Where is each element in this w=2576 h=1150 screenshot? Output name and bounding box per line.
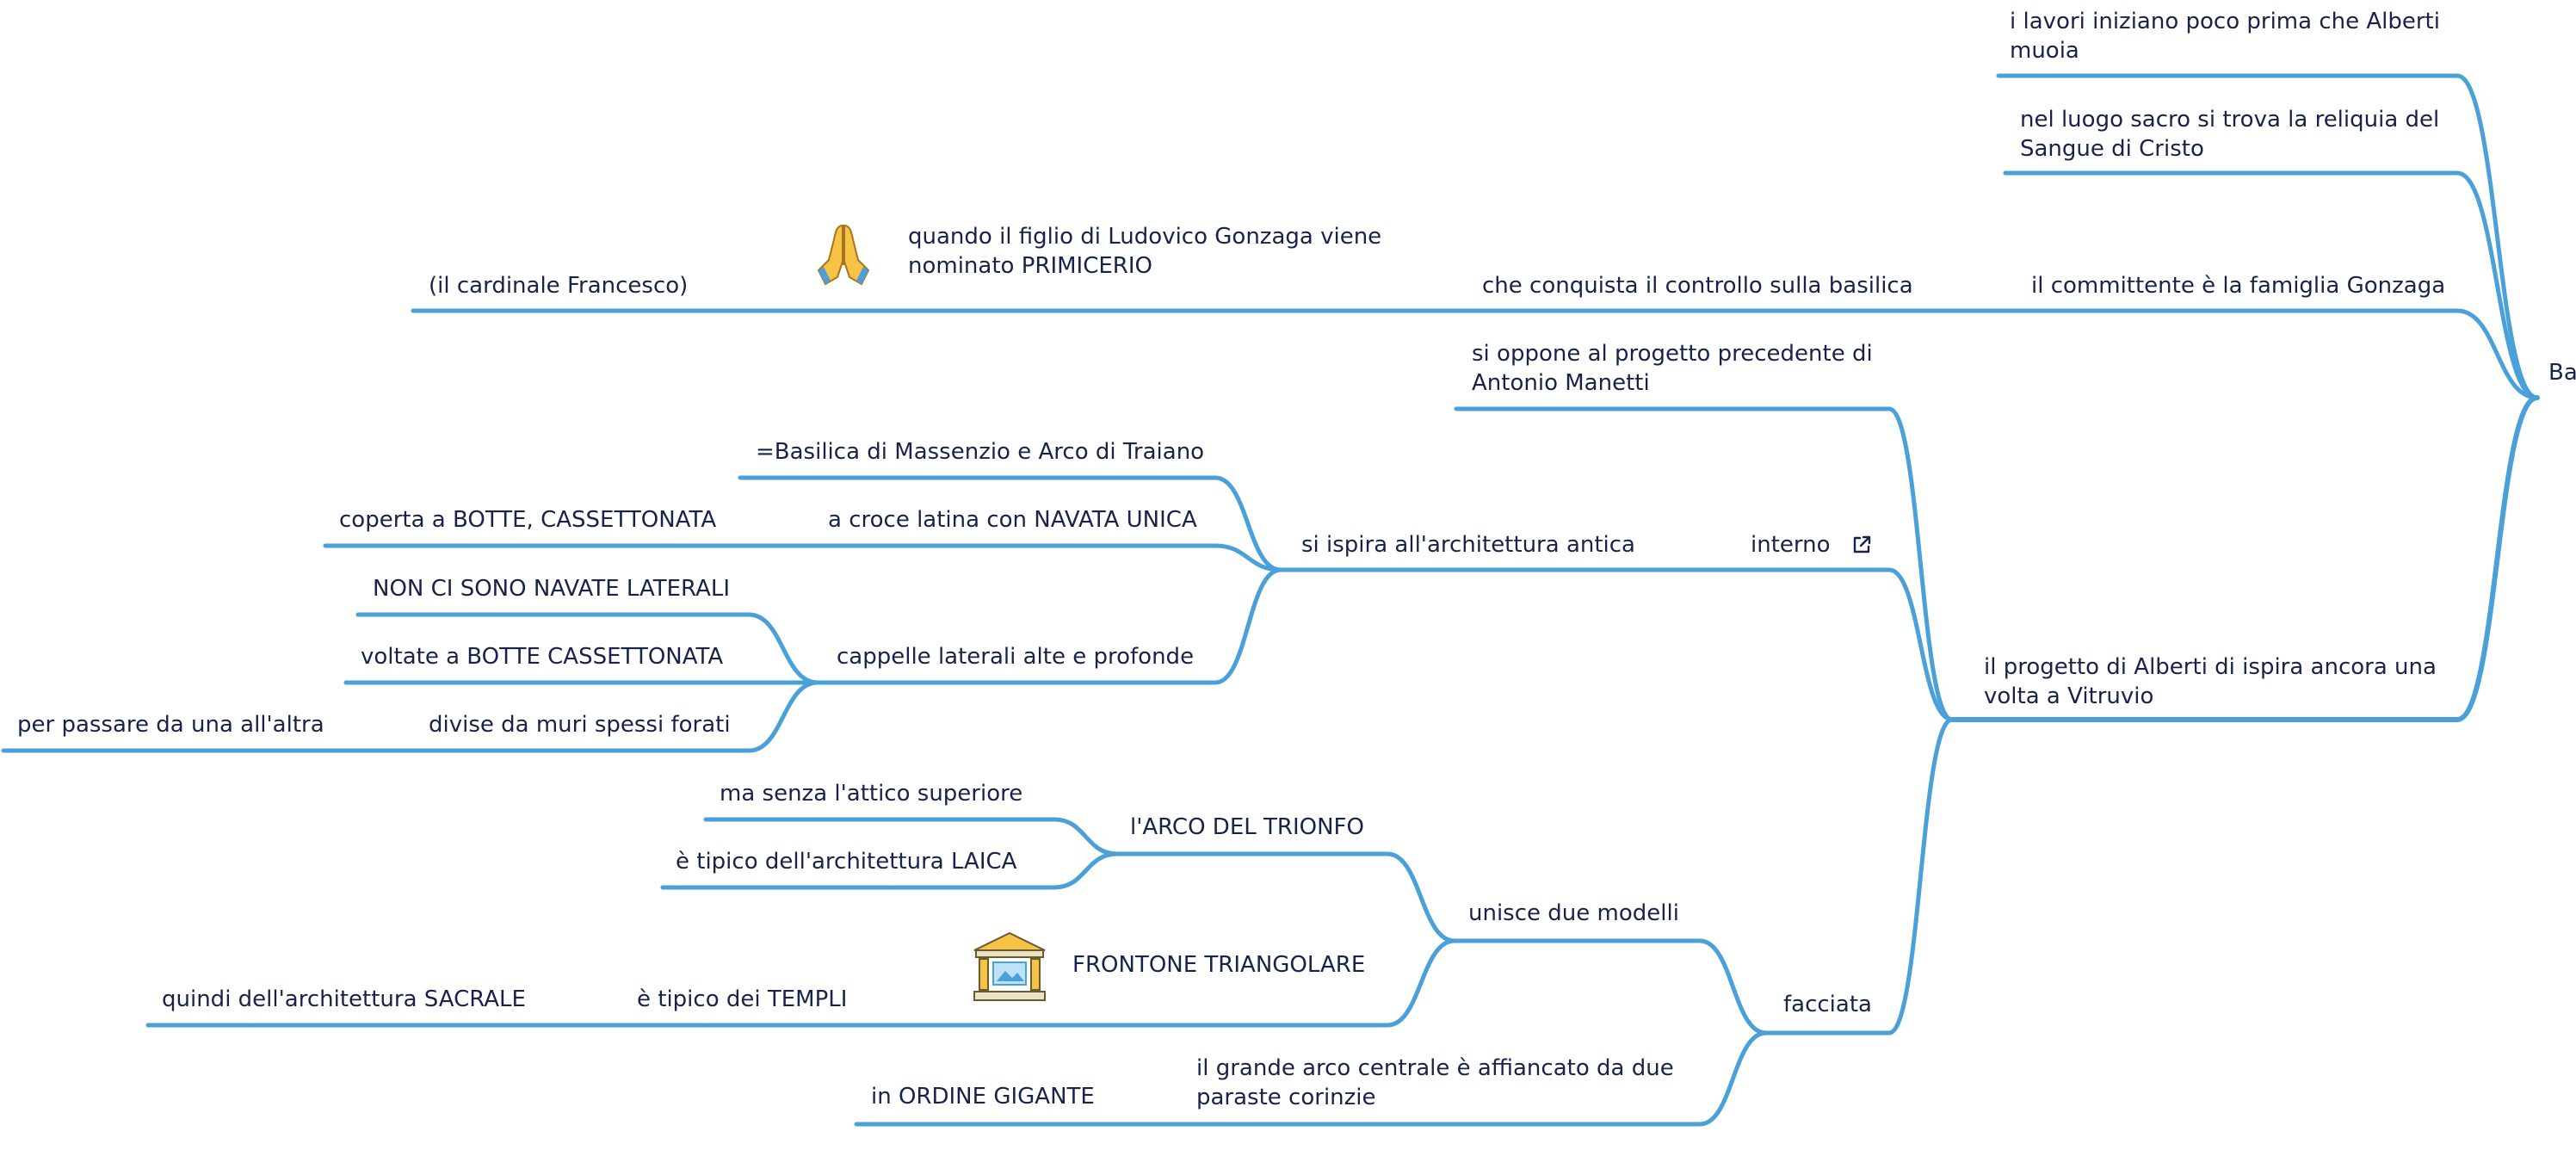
- node-ispira[interactable]: si ispira all'architettura antica: [1301, 532, 1635, 558]
- node-unisce[interactable]: unisce due modelli: [1468, 900, 1679, 926]
- node-figlio[interactable]: quando il figlio di Ludovico Gonzaga vie…: [908, 224, 1382, 279]
- branch-divise: [411, 680, 820, 753]
- node-progetto[interactable]: il progetto di Alberti di ispira ancora …: [1984, 654, 2437, 709]
- node-non-navate[interactable]: NON CI SONO NAVATE LATERALI: [373, 576, 731, 602]
- branch-facciata: [1764, 717, 1955, 1036]
- node-interno[interactable]: interno: [1751, 532, 1831, 558]
- node-divise[interactable]: divise da muri spessi forati: [429, 712, 731, 738]
- branch-arco-trionfo: [1115, 851, 1457, 943]
- node-cappelle[interactable]: cappelle laterali alte e profonde: [837, 644, 1195, 670]
- classical-building-icon: [973, 931, 1046, 1001]
- branch-progetto: [1949, 395, 2540, 722]
- branch-massenzio: [738, 475, 1283, 572]
- node-sacrale[interactable]: quindi dell'architettura SACRALE: [162, 986, 526, 1012]
- node-lavori[interactable]: i lavori iniziano poco prima che Alberti…: [2010, 9, 2440, 64]
- branch-frontone: [944, 938, 1457, 1028]
- node-facciata[interactable]: facciata: [1783, 992, 1872, 1017]
- node-coperta[interactable]: coperta a BOTTE, CASSETTONATA: [339, 507, 717, 533]
- praying-hands-icon: [817, 224, 870, 286]
- node-committente[interactable]: il committente è la famiglia Gonzaga: [2031, 273, 2446, 299]
- branch-grande-arco: [1178, 1030, 1769, 1127]
- node-frontone[interactable]: FRONTONE TRIANGOLARE: [1072, 952, 1366, 978]
- node-massenzio[interactable]: =Basilica di Massenzio e Arco di Traiano: [756, 439, 1205, 465]
- branch-lavori: [1996, 73, 2540, 400]
- branch-croce: [811, 543, 1283, 572]
- branch-interno: [1732, 567, 1955, 722]
- branch-non-navate: [355, 612, 820, 685]
- node-voltate[interactable]: voltate a BOTTE CASSETTONATA: [361, 644, 724, 670]
- node-attico[interactable]: ma senza l'attico superiore: [720, 781, 1023, 807]
- branch-oppone: [1454, 406, 1955, 722]
- node-oppone[interactable]: si oppone al progetto precedente di Anto…: [1472, 341, 1873, 396]
- node-arco-trionfo[interactable]: l'ARCO DEL TRIONFO: [1130, 814, 1364, 840]
- branch-committente: [2011, 308, 2540, 400]
- branch-attico: [703, 817, 1120, 856]
- node-ordine[interactable]: in ORDINE GIGANTE: [871, 1084, 1095, 1110]
- external-link-icon[interactable]: [1850, 534, 1873, 556]
- node-grande-arco[interactable]: il grande arco centrale è affiancato da …: [1196, 1055, 1674, 1110]
- node-root[interactable]: Ba: [2548, 360, 2576, 386]
- node-templi[interactable]: è tipico dei TEMPLI: [637, 986, 848, 1012]
- node-laica[interactable]: è tipico dell'architettura LAICA: [676, 849, 1017, 875]
- branch-lines: [1, 73, 2540, 1127]
- node-cardinale[interactable]: (il cardinale Francesco): [429, 273, 689, 299]
- branch-unisce: [1452, 938, 1769, 1036]
- node-passare[interactable]: per passare da una all'altra: [17, 712, 324, 738]
- node-croce[interactable]: a croce latina con NAVATA UNICA: [828, 507, 1197, 533]
- branch-cappelle: [815, 567, 1283, 685]
- node-conquista[interactable]: che conquista il controllo sulla basilic…: [1482, 273, 1913, 299]
- branch-laica: [660, 851, 1120, 890]
- branch-reliquia: [2003, 170, 2540, 400]
- node-reliquia[interactable]: nel luogo sacro si trova la reliquia del…: [2020, 107, 2440, 162]
